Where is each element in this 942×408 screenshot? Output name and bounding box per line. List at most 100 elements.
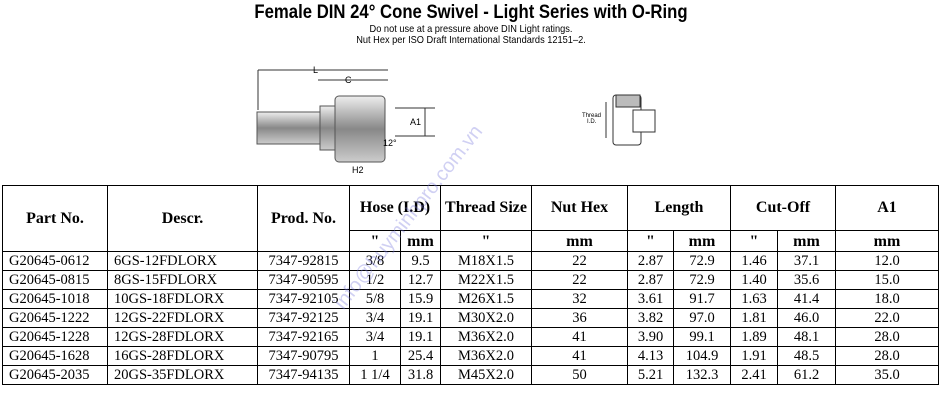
table-cell: 35.6: [777, 270, 836, 290]
table-cell: G20645-1228: [2, 327, 108, 347]
table-cell: 3/4: [349, 308, 401, 328]
table-cell: 3/4: [349, 327, 401, 347]
table-cell: 12.0: [835, 251, 939, 271]
header-prod-no: Prod. No.: [257, 185, 350, 252]
header-nut-hex: Nut Hex: [531, 185, 628, 231]
table-cell: 2.87: [627, 251, 674, 271]
table-cell: 22: [531, 270, 628, 290]
label-thread: Thread: [582, 113, 601, 119]
unit-inch: ": [627, 230, 674, 252]
table-cell: 41.4: [777, 289, 836, 309]
label-A1: A1: [410, 117, 421, 127]
table-cell: 25.4: [400, 346, 441, 366]
table-cell: 7347-94135: [257, 365, 350, 385]
table-cell: M30X2.0: [440, 308, 532, 328]
header-thread: Thread Size: [440, 185, 532, 231]
fitting-drawing: L C A1 12° H2: [256, 65, 435, 175]
table-cell: 7347-92165: [257, 327, 350, 347]
table-cell: G20645-0612: [2, 251, 108, 271]
table-cell: 7347-92815: [257, 251, 350, 271]
table-cell: 12GS-22FDLORX: [107, 308, 258, 328]
table-cell: G20645-1628: [2, 346, 108, 366]
note-1: Do not use at a pressure above DIN Light…: [369, 23, 573, 35]
unit-mm: mm: [835, 230, 939, 252]
note-2: Nut Hex per ISO Draft International Stan…: [356, 34, 586, 46]
table-cell: M36X2.0: [440, 346, 532, 366]
label-C: C: [345, 75, 352, 85]
table-cell: 22: [531, 251, 628, 271]
table-cell: 22.0: [835, 308, 939, 328]
table-cell: 12.7: [400, 270, 441, 290]
table-cell: 37.1: [777, 251, 836, 271]
table-cell: 7347-90795: [257, 346, 350, 366]
header-hose: Hose (I.D): [349, 185, 441, 231]
table-cell: 99.1: [673, 327, 731, 347]
table-cell: M36X2.0: [440, 327, 532, 347]
label-id: I.D.: [587, 119, 597, 125]
table-cell: 36: [531, 308, 628, 328]
table-cell: M22X1.5: [440, 270, 532, 290]
table-cell: 1.81: [730, 308, 778, 328]
table-cell: G20645-1018: [2, 289, 108, 309]
table-cell: 5.21: [627, 365, 674, 385]
table-cell: 15.0: [835, 270, 939, 290]
unit-mm: mm: [777, 230, 836, 252]
table-cell: 15.9: [400, 289, 441, 309]
table-cell: 3.82: [627, 308, 674, 328]
table-cell: 48.1: [777, 327, 836, 347]
table-cell: 3.90: [627, 327, 674, 347]
header-cutoff: Cut-Off: [730, 185, 836, 231]
label-L: L: [313, 65, 318, 75]
table-cell: 1/2: [349, 270, 401, 290]
unit-mm: mm: [673, 230, 731, 252]
table-cell: 41: [531, 346, 628, 366]
table-cell: 35.0: [835, 365, 939, 385]
table-cell: 132.3: [673, 365, 731, 385]
table-cell: 6GS-12FDLORX: [107, 251, 258, 271]
table-cell: G20645-1222: [2, 308, 108, 328]
table-cell: 19.1: [400, 308, 441, 328]
table-cell: 8GS-15FDLORX: [107, 270, 258, 290]
table-cell: 31.8: [400, 365, 441, 385]
table-cell: 48.5: [777, 346, 836, 366]
table-cell: 7347-90595: [257, 270, 350, 290]
table-cell: G20645-2035: [2, 365, 108, 385]
header-a1: A1: [835, 185, 939, 231]
label-H2: H2: [352, 165, 364, 175]
table-cell: 2.41: [730, 365, 778, 385]
table-cell: 12GS-28FDLORX: [107, 327, 258, 347]
table-cell: 50: [531, 365, 628, 385]
thread-section-drawing: Thread I.D.: [582, 94, 656, 146]
table-cell: 2.87: [627, 270, 674, 290]
unit-mm: mm: [531, 230, 628, 252]
label-angle: 12°: [383, 138, 397, 148]
table-cell: 20GS-35FDLORX: [107, 365, 258, 385]
table-cell: 3.61: [627, 289, 674, 309]
table-cell: 72.9: [673, 270, 731, 290]
table-cell: 1.63: [730, 289, 778, 309]
unit-inch: ": [440, 230, 532, 252]
header-descr: Descr.: [107, 185, 258, 252]
table-cell: 28.0: [835, 346, 939, 366]
table-cell: 104.9: [673, 346, 731, 366]
page-title: Female DIN 24° Cone Swivel - Light Serie…: [254, 2, 688, 23]
table-cell: M26X1.5: [440, 289, 532, 309]
table-cell: 16GS-28FDLORX: [107, 346, 258, 366]
table-cell: M18X1.5: [440, 251, 532, 271]
table-cell: G20645-0815: [2, 270, 108, 290]
header-length: Length: [627, 185, 731, 231]
table-cell: 41: [531, 327, 628, 347]
table-cell: 72.9: [673, 251, 731, 271]
table-cell: 1.46: [730, 251, 778, 271]
table-cell: 4.13: [627, 346, 674, 366]
table-cell: 28.0: [835, 327, 939, 347]
specs-table: Part No. Descr. Prod. No. Hose (I.D) Thr…: [2, 185, 939, 385]
table-cell: 61.2: [777, 365, 836, 385]
